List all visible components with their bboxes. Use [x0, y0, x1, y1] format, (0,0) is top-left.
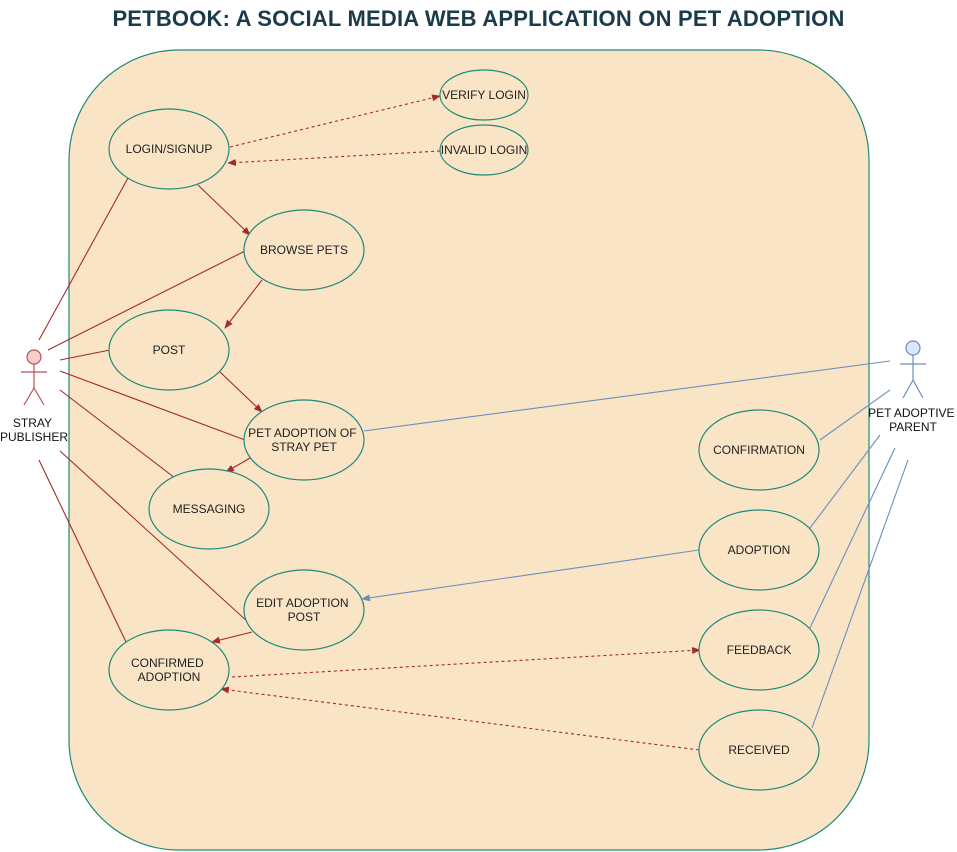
assoc-publisher-confirmed: [38, 459, 128, 645]
assoc-parent-adoption: [809, 434, 881, 529]
svg-text:STRAY PUBLISHER: STRAY PUBLISHER: [0, 416, 68, 444]
assoc-parent-feedback: [809, 447, 896, 629]
actor-label: PARENT: [889, 420, 937, 434]
assoc-publisher-edit-post: [59, 450, 249, 623]
arrow-login-to-verify: [229, 94, 441, 148]
arrow-post-to-adoption-of-stray: [219, 371, 263, 413]
actor-label: PET ADOPTIVE: [868, 406, 954, 420]
actor-pet-adoptive-parent[interactable]: PET ADOPTIVE PARENT: [868, 340, 957, 434]
svg-text:CONFIRMED ADOPTION: CONFIRMED ADOPTION: [131, 656, 207, 684]
use-case-verify-login[interactable]: VERIFY LOGIN: [439, 69, 529, 121]
assoc-parent-confirmation: [819, 389, 891, 441]
use-case-pet-adoption-of-stray-pet[interactable]: PET ADOPTION OF STRAY PET: [243, 399, 365, 481]
assoc-publisher-messaging: [59, 389, 176, 479]
use-case-confirmation[interactable]: CONFIRMATION: [698, 409, 820, 491]
arrow-confirmed-to-feedback: [231, 646, 701, 678]
assoc-parent-adoption-of-stray: [363, 360, 891, 432]
use-case-adoption[interactable]: ADOPTION: [698, 509, 820, 591]
arrow-browse-to-post: [224, 279, 263, 329]
assoc-publisher-adoption-of-stray: [59, 370, 246, 441]
parent-associations: [361, 360, 909, 729]
svg-text:MESSAGING: MESSAGING: [173, 502, 246, 516]
actor-label: STRAY: [13, 416, 52, 430]
stick-figure-icon: [21, 349, 47, 406]
use-case-received[interactable]: RECEIVED: [698, 709, 820, 791]
arrow-adoption-of-stray-to-messaging: [225, 457, 251, 473]
assoc-publisher-browse: [47, 250, 246, 351]
actor-label: PUBLISHER: [0, 430, 68, 444]
svg-text:INVALID LOGIN: INVALID LOGIN: [441, 143, 527, 157]
use-case-invalid-login[interactable]: INVALID LOGIN: [439, 124, 529, 176]
publisher-associations: [38, 177, 249, 645]
svg-text:LOGIN/SIGNUP: LOGIN/SIGNUP: [126, 142, 213, 156]
use-case-browse-pets[interactable]: BROWSE PETS: [243, 209, 365, 291]
use-case-edit-adoption-post[interactable]: EDIT ADOPTION POST: [243, 569, 365, 651]
actor-stray-publisher[interactable]: STRAY PUBLISHER: [0, 349, 68, 444]
use-case-post[interactable]: POST: [108, 309, 230, 391]
arrow-edit-post-to-confirmed: [211, 631, 253, 644]
use-case-login-signup[interactable]: LOGIN/SIGNUP: [108, 108, 230, 190]
use-cases: LOGIN/SIGNUP VERIFY LOGIN INVALID LOGIN …: [108, 69, 820, 791]
publisher-flow-arrows: [197, 184, 263, 644]
svg-text:EDIT ADOPTION POST: EDIT ADOPTION POST: [256, 596, 352, 624]
use-case-confirmed-adoption[interactable]: CONFIRMED ADOPTION: [108, 629, 230, 711]
assoc-parent-received: [811, 459, 909, 729]
svg-text:PET ADOPTION OF STRAY: PET ADOPTION OF STRAY PET: [248, 426, 360, 454]
dashed-arrows: [220, 94, 701, 751]
svg-text:RECEIVED: RECEIVED: [728, 743, 790, 757]
svg-text:POST: POST: [153, 343, 186, 357]
arrow-received-to-confirmed: [220, 686, 700, 751]
use-case-messaging[interactable]: MESSAGING: [148, 468, 270, 550]
assoc-publisher-post: [59, 349, 111, 361]
assoc-publisher-login: [38, 177, 129, 341]
svg-text:PET ADOPTIVE PARENT: PET ADOPTIVE PARENT: [868, 406, 957, 434]
svg-text:ADOPTION: ADOPTION: [728, 543, 791, 557]
svg-text:VERIFY LOGIN: VERIFY LOGIN: [442, 88, 526, 102]
svg-text:FEEDBACK: FEEDBACK: [727, 643, 792, 657]
stick-figure-icon: [900, 340, 926, 399]
arrow-adoption-to-edit-post: [361, 549, 700, 602]
arrow-login-to-browse: [197, 184, 251, 236]
svg-text:BROWSE PETS: BROWSE PETS: [260, 243, 348, 257]
diagram-title: PETBOOK: A SOCIAL MEDIA WEB APPLICATION …: [112, 6, 845, 31]
arrow-invalid-to-login: [227, 150, 441, 167]
use-case-feedback[interactable]: FEEDBACK: [698, 609, 820, 691]
svg-text:CONFIRMATION: CONFIRMATION: [713, 443, 805, 457]
